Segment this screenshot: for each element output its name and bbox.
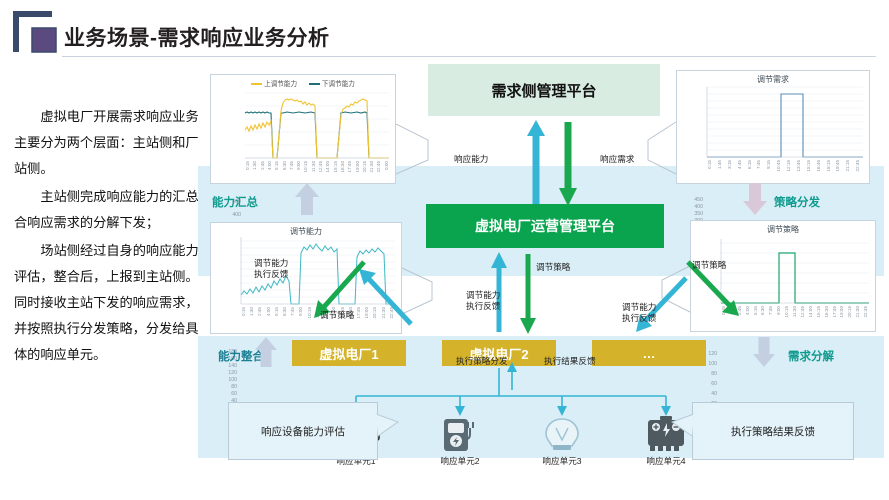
label-demand-decomposition: 需求分解 [788, 351, 834, 363]
response-unit-1-label: 响应单元1 [336, 456, 376, 466]
down-arrow-demand-decomposition [753, 337, 775, 367]
chart-up-down-regulation-capability: 上调节能力 下调节能力 500 400 300 200 100 0 0:151:… [210, 74, 396, 270]
down-arrow-strategy-dispatch [743, 183, 767, 215]
label-reg-capability-feedback-left: 调节能力执行反馈 [254, 258, 289, 279]
up-arrow-capability-integration [255, 337, 277, 367]
label-response-demand: 响应需求 [600, 154, 635, 164]
label-capability-summary: 能力汇总 [212, 197, 258, 209]
chart-regulation-demand: 调节需求 450 400 350 300 250 200 150 100 50 … [676, 70, 870, 266]
label-strategy-dispatch: 策略分发 [774, 197, 820, 209]
response-unit-2[interactable]: 响应单元2 [432, 416, 488, 467]
response-unit-3[interactable]: 响应单元3 [534, 416, 590, 467]
label-reg-strategy-left: 调节策略 [320, 310, 355, 320]
up-arrow-capability-summary [295, 183, 319, 215]
response-unit-3-label: 响应单元3 [542, 456, 582, 466]
business-flow-diagram: 上调节能力 下调节能力 500 400 300 200 100 0 0:151:… [196, 62, 884, 490]
response-unit-4-label: 响应单元4 [646, 456, 686, 466]
chart3-title: 调节能力 [290, 227, 322, 236]
page-title: 业务场景-需求响应业务分析 [64, 27, 330, 50]
vpp-plant-2[interactable]: 虚拟电厂2 [442, 340, 556, 366]
label-response-capability: 响应能力 [454, 154, 489, 164]
response-unit-2-label: 响应单元2 [440, 456, 480, 466]
chart1-legend: 上调节能力 下调节能力 [211, 78, 395, 88]
battery-icon [648, 416, 684, 451]
legend-item-up: 上调节能力 [251, 81, 297, 88]
vpp-plant-1[interactable]: 虚拟电厂1 [292, 340, 406, 366]
chart2-canvas [706, 86, 863, 158]
chart2-title: 调节需求 [757, 75, 789, 84]
vpp-operation-management-platform[interactable]: 虚拟电厂运营管理平台 [426, 204, 664, 248]
bubble-device-capability-eval: 响应设备能力评估 [228, 402, 378, 460]
bubble-exec-strategy-result-feedback: 执行策略结果反馈 [692, 402, 854, 460]
paragraph-3: 场站侧经过自身的响应能力评估，整合后，上报到主站侧。同时接收主站下发的响应需求，… [14, 243, 199, 362]
description-text: 虚拟电厂开展需求响应业务主要分为两个层面：主站侧和厂站侧。 主站侧完成响应能力的… [14, 104, 204, 370]
label-reg-strategy-right: 调节策略 [692, 260, 727, 270]
label-reg-capability-feedback-mid: 调节能力执行反馈 [466, 290, 501, 311]
label-exec-strategy-dispatch: 执行策略分发 [456, 356, 508, 366]
legend-item-down: 下调节能力 [308, 81, 355, 88]
bubble-tail-left [375, 413, 400, 437]
chart4-canvas [720, 239, 869, 304]
chart4-title: 调节策略 [767, 225, 799, 234]
demand-side-management-platform[interactable]: 需求侧管理平台 [428, 64, 660, 116]
vpp-to-plant-arrows [314, 252, 739, 334]
dsm-vpp-arrows [527, 120, 577, 206]
title-divider [62, 56, 876, 57]
dispatch-tree [351, 362, 671, 416]
label-reg-capability-feedback-right: 调节能力执行反馈 [622, 302, 657, 323]
chart1-canvas [244, 92, 389, 159]
bracket-square-logo [12, 10, 64, 56]
paragraph-1: 虚拟电厂开展需求响应业务主要分为两个层面：主站侧和厂站侧。 [14, 109, 199, 176]
chart3-canvas [240, 237, 395, 305]
ev-charger-icon [444, 419, 474, 451]
callout-connectors [395, 121, 691, 315]
vpp-plant-more[interactable]: … [592, 340, 706, 366]
response-unit-4[interactable]: 响应单元4 [638, 414, 694, 467]
light-bulb-icon [545, 418, 579, 450]
bubble-tail-right [670, 413, 695, 437]
label-exec-result-feedback: 执行结果反馈 [544, 356, 596, 366]
label-reg-strategy-mid: 调节策略 [536, 262, 571, 272]
chart-regulation-strategy: 调节策略 120 100 80 60 40 20 0 0:151:302:454… [690, 220, 876, 417]
label-capability-integration: 能力整合 [218, 351, 264, 363]
paragraph-2: 主站侧完成响应能力的汇总合响应需求的分解下发； [14, 189, 199, 230]
